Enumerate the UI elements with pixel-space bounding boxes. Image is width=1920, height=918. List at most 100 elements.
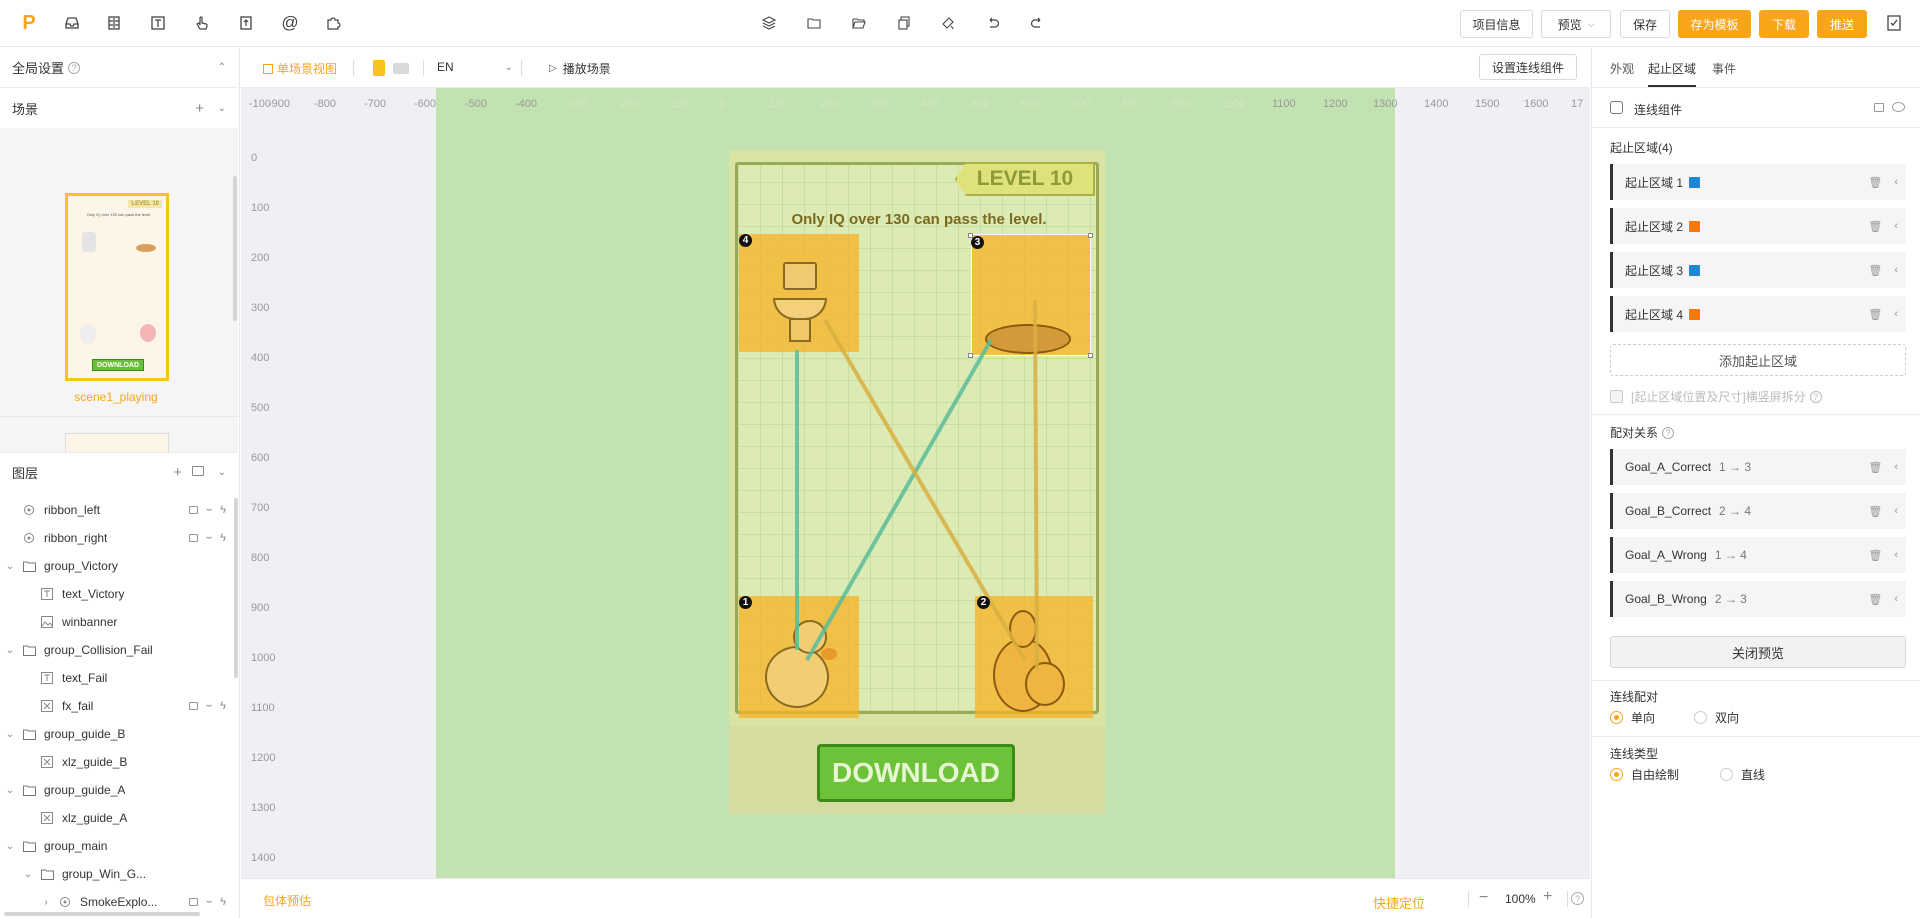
quick-locate-link[interactable]: 快捷定位 (1373, 896, 1426, 911)
chevron-right-icon[interactable]: › (44, 896, 48, 908)
trash-icon[interactable]: 🗑 (1868, 461, 1883, 474)
folder-icon[interactable] (805, 14, 823, 32)
preview-dropdown[interactable]: 预览⌵ (1541, 10, 1611, 38)
layer-row[interactable]: text_Victory (0, 580, 232, 608)
trash-icon[interactable]: 🗑 (1868, 505, 1883, 518)
radio-free-draw[interactable] (1610, 768, 1623, 781)
layer-row[interactable]: xlz_guide_A (0, 804, 232, 832)
chevron-left-icon[interactable]: ‹ (1894, 460, 1898, 473)
trash-icon[interactable]: 🗑 (1868, 220, 1883, 233)
save-button[interactable]: 保存 (1620, 10, 1670, 38)
collapse-icon[interactable]: ⌃ (217, 62, 226, 73)
text-tool-icon[interactable] (148, 13, 168, 33)
add-scene-icon[interactable]: + (195, 99, 204, 117)
chevron-left-icon[interactable]: ‹ (1894, 548, 1898, 561)
layer-row[interactable]: ⌄group_main (0, 832, 232, 860)
chevron-down-icon[interactable]: ⌄ (217, 467, 226, 478)
scene-thumbnail-2[interactable] (65, 433, 169, 453)
language-select[interactable]: EN ⌄ (437, 60, 513, 74)
help-icon[interactable]: ? (68, 61, 81, 74)
chevron-down-icon[interactable]: ⌄ (5, 644, 15, 656)
layer-row[interactable]: winbanner (0, 608, 232, 636)
single-scene-view-tab[interactable]: 单场景视图 (263, 60, 337, 77)
trash-icon[interactable]: 🗑 (1868, 176, 1883, 189)
zoom-in-icon[interactable]: + (1543, 888, 1553, 905)
type-option-free[interactable]: 自由绘制 (1610, 766, 1679, 783)
lightning-icon[interactable]: ϟ (220, 504, 226, 516)
orientation-landscape-toggle[interactable] (393, 63, 409, 74)
scene-thumbnail-1[interactable]: LEVEL 10 Only IQ over 130 can pass the l… (65, 193, 169, 381)
help-icon[interactable]: ? (1662, 426, 1675, 439)
at-icon[interactable]: @ (281, 13, 299, 32)
orientation-portrait-toggle[interactable] (373, 60, 385, 76)
layer-row[interactable]: ⌄group_Collision_Fail (0, 636, 232, 664)
help-icon[interactable]: ? (1809, 390, 1822, 403)
zone-row[interactable]: 起止区域 2🗑‹ (1610, 208, 1906, 244)
layer-row[interactable]: fx_fail⌣ϟ (0, 692, 232, 720)
lightning-icon[interactable]: ϟ (220, 532, 226, 544)
trash-icon[interactable]: 🗑 (1868, 308, 1883, 321)
trash-icon[interactable]: 🗑 (1868, 549, 1883, 562)
eye-hidden-icon[interactable]: ⌣ (205, 700, 213, 711)
resize-handle[interactable] (1088, 233, 1093, 238)
close-preview-button[interactable]: 关闭预览 (1610, 636, 1906, 668)
chevron-down-icon[interactable]: ⌄ (5, 840, 15, 852)
download-button[interactable]: 下载 (1759, 10, 1809, 38)
set-line-component-button[interactable]: 设置连线组件 (1479, 54, 1577, 80)
redo-icon[interactable] (1028, 14, 1046, 32)
layer-row[interactable]: ⌄group_Win_G... (0, 860, 232, 888)
zone-row[interactable]: 起止区域 4🗑‹ (1610, 296, 1906, 332)
paint-icon[interactable] (939, 14, 957, 32)
radio-twoway[interactable] (1694, 711, 1707, 724)
chevron-down-icon[interactable]: ⌄ (5, 784, 15, 796)
lock-icon[interactable] (188, 506, 198, 514)
layer-scrollbar[interactable] (234, 498, 238, 678)
split-option[interactable]: [起止区域位置及尺寸]横竖屏拆分 ? (1610, 388, 1822, 405)
global-settings-header[interactable]: 全局设置 ? ⌃ (0, 48, 238, 88)
tab-appearance[interactable]: 外观 (1610, 62, 1635, 76)
split-checkbox[interactable] (1610, 390, 1623, 403)
chevron-down-icon[interactable]: ⌄ (23, 868, 33, 880)
play-scene-button[interactable]: ▷ 播放场景 (549, 60, 611, 77)
chevron-left-icon[interactable]: ‹ (1894, 175, 1898, 188)
package-estimate-link[interactable]: 包体预估 (263, 894, 312, 908)
layer-row[interactable]: ⌄group_guide_B (0, 720, 232, 748)
resize-handle[interactable] (968, 353, 973, 358)
eye-hidden-icon[interactable]: ⌣ (205, 504, 213, 515)
editor-canvas[interactable]: LEVEL 10 Only IQ over 130 can pass the l… (241, 88, 1590, 878)
tab-zones[interactable]: 起止区域 (1648, 62, 1697, 76)
add-zone-button[interactable]: 添加起止区域 (1610, 344, 1906, 376)
chevron-left-icon[interactable]: ‹ (1894, 219, 1898, 232)
tab-events[interactable]: 事件 (1712, 62, 1737, 76)
lightning-icon[interactable]: ϟ (220, 896, 226, 908)
chevron-left-icon[interactable]: ‹ (1894, 504, 1898, 517)
radio-straight[interactable] (1720, 768, 1733, 781)
scene-scrollbar[interactable] (233, 176, 237, 321)
layer-row[interactable]: text_Fail (0, 664, 232, 692)
lock-icon[interactable] (188, 898, 198, 906)
help-icon[interactable]: ? (1571, 892, 1584, 905)
zone-row[interactable]: 起止区域 3🗑‹ (1610, 252, 1906, 288)
project-info-button[interactable]: 项目信息 (1460, 10, 1533, 38)
folder-open-icon[interactable] (850, 14, 868, 32)
eye-icon[interactable] (1892, 102, 1905, 112)
chevron-down-icon[interactable]: ⌄ (217, 102, 226, 114)
push-button[interactable]: 推送 (1817, 10, 1867, 38)
archive-icon[interactable] (104, 13, 124, 33)
file-upload-icon[interactable] (236, 13, 256, 33)
layer-row[interactable]: ›SmokeExplo...⌣ϟ (0, 888, 232, 916)
chevron-down-icon[interactable]: ⌄ (5, 728, 15, 740)
game-download-button[interactable]: DOWNLOAD (817, 744, 1015, 802)
layer-row[interactable]: ⌄group_Victory (0, 552, 232, 580)
chevron-left-icon[interactable]: ‹ (1894, 592, 1898, 605)
checklist-icon[interactable] (1883, 12, 1905, 34)
eye-hidden-icon[interactable]: ⌣ (205, 532, 213, 543)
trash-icon[interactable]: 🗑 (1868, 593, 1883, 606)
chevron-left-icon[interactable]: ‹ (1894, 307, 1898, 320)
resize-handle[interactable] (968, 233, 973, 238)
add-layer-icon[interactable]: + (173, 464, 182, 481)
